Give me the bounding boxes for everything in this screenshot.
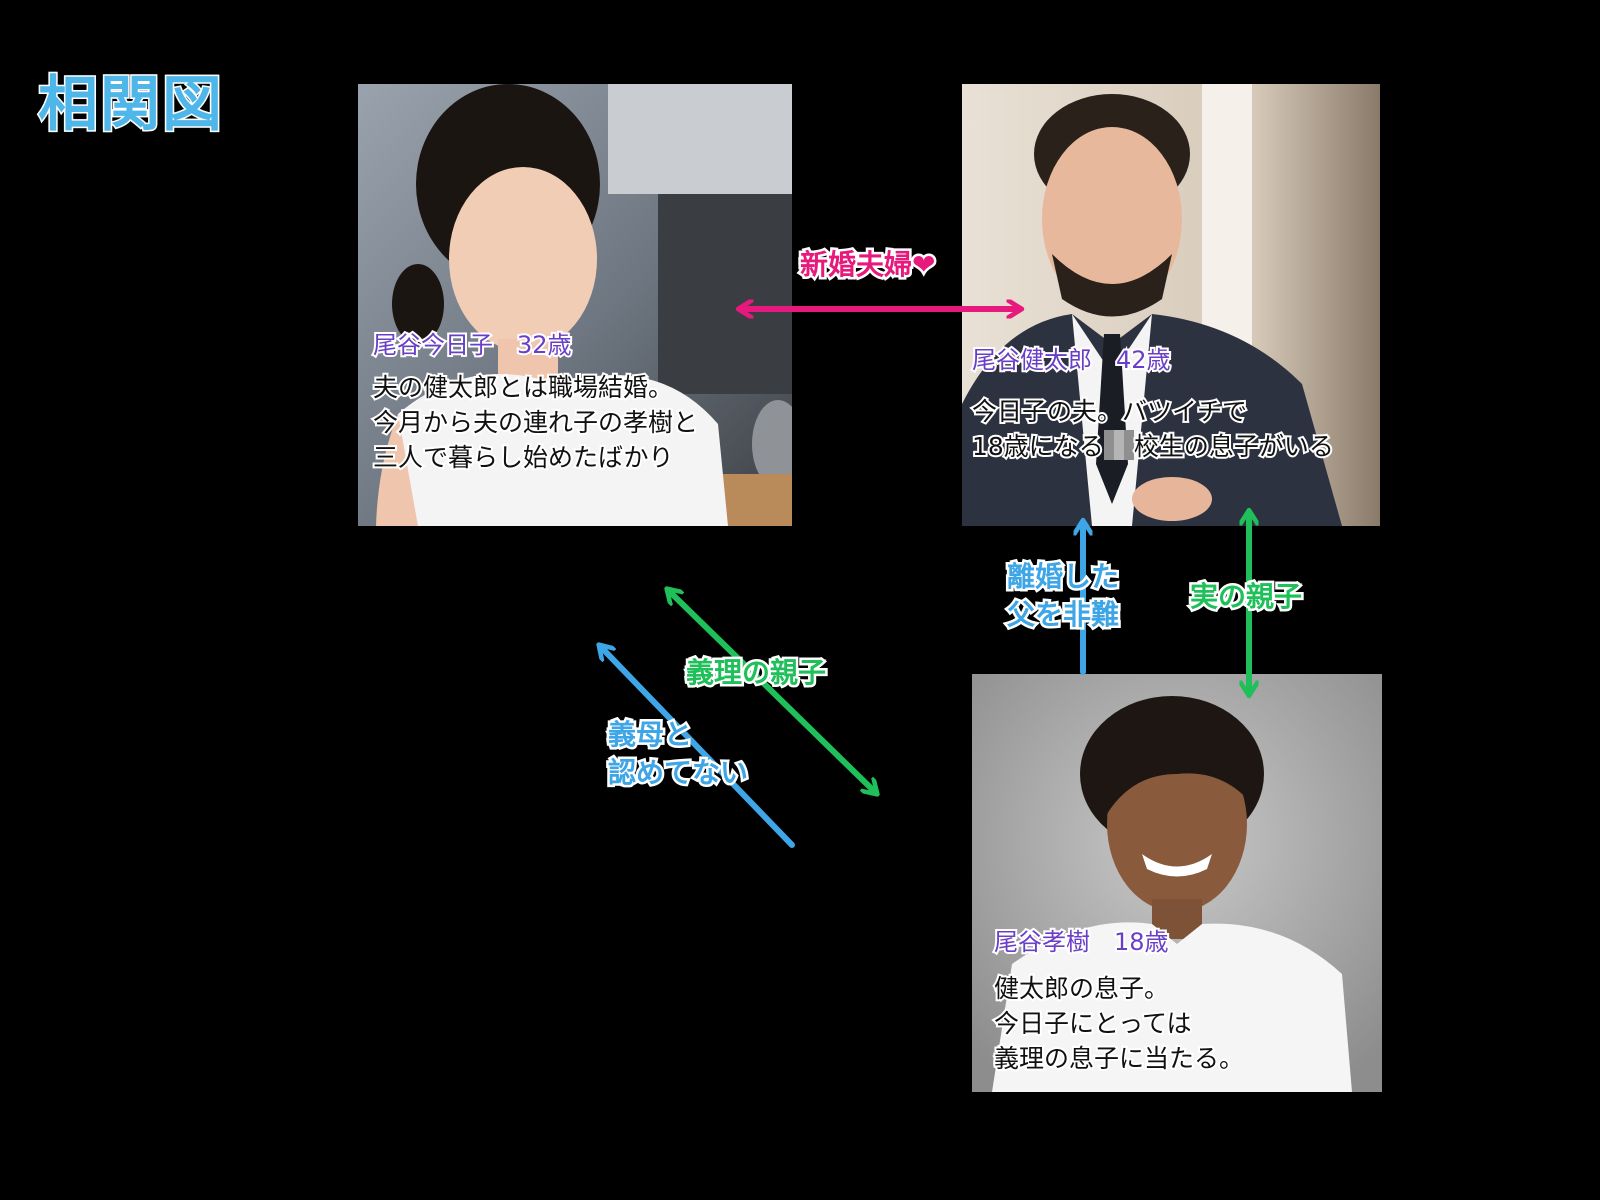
kentaro-description-line-2: 18歳になる校生の息子がいる: [970, 429, 1336, 464]
kentaro-portrait-image: [962, 84, 1380, 526]
kyoko-description-line: 夫の健太郎とは職場結婚。: [371, 371, 675, 404]
divorce-blame-label-line: 父を非難: [1004, 596, 1121, 634]
page-title: 相関図: [37, 69, 224, 142]
takaki-description-line: 義理の息子に当たる。: [992, 1042, 1246, 1075]
kentaro-description-line: 今日子の夫。バツイチで: [970, 395, 1249, 428]
not-accepting-label-line: 認めてない: [605, 754, 750, 792]
takaki-description-line: 今日子にとっては: [992, 1007, 1194, 1040]
kyoko-name-age: 尾谷今日子 32歳: [371, 329, 574, 361]
step-parent-child-arrow: [668, 590, 876, 793]
not-accepting-label: 義母と 認めてない: [605, 716, 750, 792]
character-card-kyoko: 尾谷今日子 32歳 夫の健太郎とは職場結婚。 今月から夫の連れ子の孝樹と 三人で…: [358, 84, 792, 526]
kentaro-description-part: 校生の息子がいる: [1132, 430, 1336, 463]
kentaro-description-part: 18歳になる: [970, 430, 1106, 463]
divorce-blame-label: 離婚した 父を非難: [1004, 558, 1121, 634]
married-label: 新婚夫婦❤: [797, 246, 937, 284]
kyoko-portrait-image: [358, 84, 792, 526]
takaki-description: 健太郎の息子。 今日子にとっては 義理の息子に当たる。: [992, 971, 1246, 1076]
censor-mosaic: [1103, 430, 1134, 460]
kyoko-description-line: 三人で暮らし始めたばかり: [371, 441, 676, 474]
not-accepting-label-line: 義母と: [605, 716, 694, 754]
kyoko-description-line: 今月から夫の連れ子の孝樹と: [371, 406, 700, 439]
not-accepting-arrow: [600, 646, 795, 848]
takaki-name-age: 尾谷孝樹 18歳: [992, 926, 1171, 958]
divorce-blame-label-line: 離婚した: [1004, 558, 1121, 596]
character-card-kentaro: 尾谷健太郎 42歳 今日子の夫。バツイチで 18歳になる校生の息子がいる: [962, 84, 1380, 526]
kentaro-name-age: 尾谷健太郎 42歳: [970, 344, 1173, 376]
character-card-takaki: 尾谷孝樹 18歳 健太郎の息子。 今日子にとっては 義理の息子に当たる。: [972, 674, 1382, 1092]
step-parent-child-label: 義理の親子: [683, 654, 828, 692]
kyoko-description: 夫の健太郎とは職場結婚。 今月から夫の連れ子の孝樹と 三人で暮らし始めたばかり: [371, 370, 700, 475]
takaki-portrait-image: [972, 674, 1382, 1092]
takaki-description-line: 健太郎の息子。: [992, 972, 1171, 1005]
real-parent-child-label: 実の親子: [1187, 578, 1304, 616]
kentaro-description: 今日子の夫。バツイチで 18歳になる校生の息子がいる: [970, 394, 1336, 464]
